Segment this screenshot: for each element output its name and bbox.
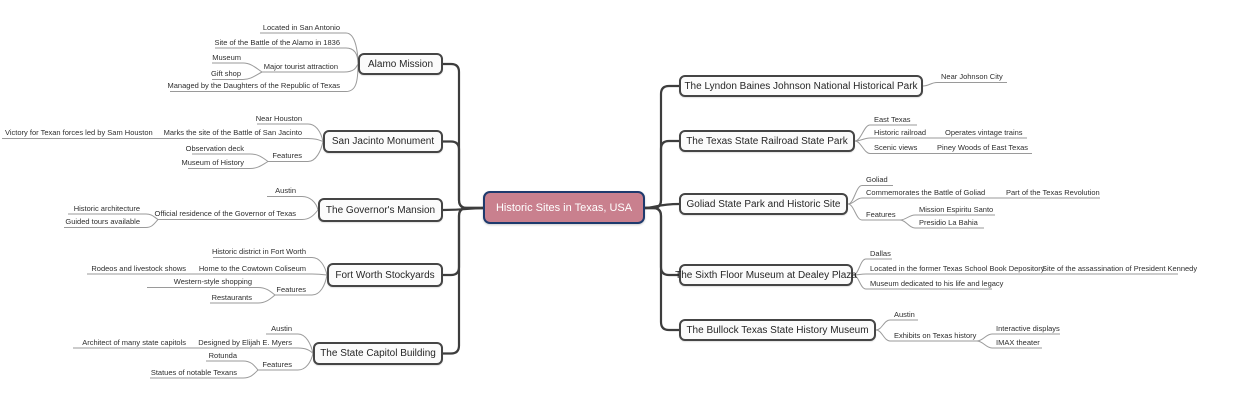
leaf-austin-bullock[interactable]: Austin: [894, 310, 915, 319]
leaf-near-houston[interactable]: Near Houston: [255, 114, 302, 123]
topic-governors-mansion[interactable]: The Governor's Mansion: [318, 198, 443, 222]
topic-goliad-park[interactable]: Goliad State Park and Historic Site: [679, 193, 848, 215]
trunk-connectors: [441, 62, 681, 355]
central-topic[interactable]: Historic Sites in Texas, USA: [483, 191, 645, 224]
leaf-scenic-views[interactable]: Scenic views: [874, 143, 918, 152]
topic-san-jacinto-monument[interactable]: San Jacinto Monument: [323, 130, 443, 153]
leaf-guided-tours[interactable]: Guided tours available: [65, 217, 140, 226]
leaf-gift-shop[interactable]: Gift shop: [210, 69, 241, 78]
leaf-rodeos-livestock[interactable]: Rodeos and livestock shows: [91, 264, 186, 273]
leaf-designed-by-myers[interactable]: Designed by Elijah E. Myers: [198, 338, 292, 347]
leaf-observation-deck[interactable]: Observation deck: [185, 144, 244, 153]
leaf-historic-railroad[interactable]: Historic railroad: [874, 128, 927, 137]
leaf-dallas[interactable]: Dallas: [870, 249, 891, 258]
leaf-managed-by-daughters[interactable]: Managed by the Daughters of the Republic…: [167, 81, 340, 90]
leaf-austin-governors[interactable]: Austin: [275, 186, 296, 195]
leaf-vintage-trains[interactable]: Operates vintage trains: [945, 128, 1023, 137]
leaf-interactive-displays[interactable]: Interactive displays: [996, 324, 1060, 333]
topic-state-capitol[interactable]: The State Capitol Building: [313, 342, 443, 365]
leaf-commemorates-goliad[interactable]: Commemorates the Battle of Goliad: [866, 188, 986, 197]
leaf-rotunda[interactable]: Rotunda: [208, 351, 237, 360]
leaf-features-stockyards[interactable]: Features: [276, 285, 306, 294]
leaf-near-johnson-city[interactable]: Near Johnson City: [941, 72, 1003, 81]
leaf-marks-battle-san-jacinto[interactable]: Marks the site of the Battle of San Jaci…: [163, 128, 302, 137]
leaf-museum-life-legacy[interactable]: Museum dedicated to his life and legacy: [870, 279, 1004, 288]
leaf-features-san-jacinto[interactable]: Features: [272, 151, 302, 160]
leaf-east-texas[interactable]: East Texas: [874, 115, 911, 124]
leaf-features-goliad[interactable]: Features: [866, 210, 896, 219]
leaf-statues-texans[interactable]: Statues of notable Texans: [150, 368, 237, 377]
leaf-architect-capitols[interactable]: Architect of many state capitols: [82, 338, 186, 347]
leaf-imax-theater[interactable]: IMAX theater: [996, 338, 1040, 347]
leaf-located-in-san-antonio[interactable]: Located in San Antonio: [262, 23, 340, 32]
leaf-museum[interactable]: Museum: [212, 53, 241, 62]
leaf-victory-texan-forces[interactable]: Victory for Texan forces led by Sam Hous…: [5, 128, 153, 137]
leaf-cowtown-coliseum[interactable]: Home to the Cowtown Coliseum: [198, 264, 306, 273]
leaf-major-tourist-attraction[interactable]: Major tourist attraction: [263, 62, 338, 71]
leaf-mission-espiritu-santo[interactable]: Mission Espiritu Santo: [919, 205, 994, 214]
leaf-restaurants[interactable]: Restaurants: [211, 293, 252, 302]
leaf-austin-capitol[interactable]: Austin: [271, 324, 292, 333]
leaf-exhibits-texas-history[interactable]: Exhibits on Texas history: [894, 331, 977, 340]
leaf-goliad[interactable]: Goliad: [866, 175, 888, 184]
leaf-kennedy-assassination-site[interactable]: Site of the assassination of President K…: [1042, 264, 1198, 273]
leaf-western-shopping[interactable]: Western-style shopping: [173, 277, 252, 286]
topic-bullock-museum[interactable]: The Bullock Texas State History Museum: [679, 319, 876, 341]
topic-railroad-park[interactable]: The Texas State Railroad State Park: [679, 130, 855, 152]
leaf-piney-woods[interactable]: Piney Woods of East Texas: [937, 143, 1029, 152]
topic-alamo-mission[interactable]: Alamo Mission: [358, 53, 443, 75]
leaf-museum-of-history[interactable]: Museum of History: [181, 158, 244, 167]
leaf-presidio-la-bahia[interactable]: Presidio La Bahia: [919, 218, 978, 227]
leaf-historic-district[interactable]: Historic district in Fort Worth: [211, 247, 306, 256]
leaf-connectors: [2, 32, 1178, 379]
topic-fort-worth-stockyards[interactable]: Fort Worth Stockyards: [327, 263, 443, 287]
topic-sixth-floor-museum[interactable]: The Sixth Floor Museum at Dealey Plaza: [675, 264, 857, 286]
leaf-features-capitol[interactable]: Features: [262, 360, 292, 369]
leaf-historic-architecture[interactable]: Historic architecture: [73, 204, 140, 213]
leaf-site-of-battle-alamo[interactable]: Site of the Battle of the Alamo in 1836: [214, 38, 340, 47]
leaf-book-depository[interactable]: Located in the former Texas School Book …: [870, 264, 1045, 273]
leaf-official-residence[interactable]: Official residence of the Governor of Te…: [154, 209, 296, 218]
topic-lbj-park[interactable]: The Lyndon Baines Johnson National Histo…: [679, 75, 923, 97]
leaf-texas-revolution[interactable]: Part of the Texas Revolution: [1006, 188, 1100, 197]
